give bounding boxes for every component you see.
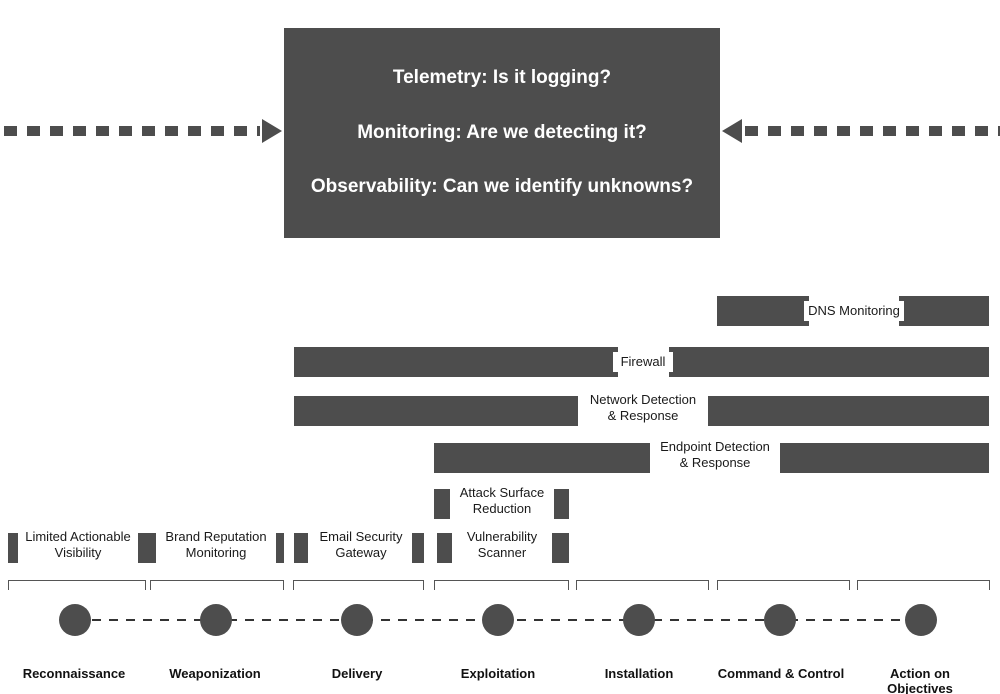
phase-bracket [8,580,146,590]
capability-bar-segment [294,396,580,426]
capability-bar-segment [410,533,424,563]
stage-label: Weaponization [169,666,261,681]
phase-bracket [717,580,850,590]
capability-bar-segment [549,533,569,563]
phase-bracket [293,580,424,590]
timeline-node[interactable] [341,604,373,636]
timeline-node[interactable] [764,604,796,636]
capability-bar-segment [703,396,989,426]
capability-label: Email Security Gateway [310,527,412,563]
capability-label: Vulnerability Scanner [452,527,552,563]
capability-bar-segment [146,533,158,563]
capability-row: Email Security Gateway [0,527,1000,563]
capability-row: Endpoint Detection & Response [0,437,1000,473]
timeline-node[interactable] [482,604,514,636]
capability-bar-segment [899,296,989,326]
capability-row: Vulnerability Scanner [0,527,1000,563]
capability-row: Brand Reputation Monitoring [0,527,1000,563]
phase-bracket [857,580,990,590]
phase-bracket [150,580,284,590]
capability-row: Network Detection & Response [0,390,1000,426]
stage-label: Action on Objectives [887,666,953,694]
capability-label: Firewall [613,352,673,372]
banner-line-monitoring: Monitoring: Are we detecting it? [357,121,647,143]
capability-label: Endpoint Detection & Response [650,437,780,473]
capability-bar-segment [717,296,809,326]
stage-label: Exploitation [460,666,536,681]
capability-label: Limited Actionable Visibility [18,527,138,563]
timeline-node[interactable] [59,604,91,636]
banner-line-observability: Observability: Can we identify unknowns? [310,176,694,198]
capability-bar-segment [669,347,989,377]
capability-label: DNS Monitoring [804,301,904,321]
timeline-node[interactable] [905,604,937,636]
capability-bar-segment [434,443,654,473]
capability-bar-segment [274,533,284,563]
capability-label: Brand Reputation Monitoring [156,527,276,563]
stage-label: Command & Control [717,666,845,681]
capability-bar-segment [8,533,20,563]
capability-bar-segment [776,443,989,473]
capability-bar-segment [434,489,454,519]
capability-row: Attack Surface Reduction [0,483,1000,519]
dotted-arrow-right [262,119,282,143]
capability-row: Limited Actionable Visibility [0,527,1000,563]
phase-bracket [434,580,569,590]
capability-label: Network Detection & Response [578,390,708,426]
capability-row: DNS Monitoring [0,296,1000,326]
capability-bar-segment [294,533,308,563]
stage-label: Reconnaissance [22,666,126,681]
dotted-line-left [4,126,260,136]
observability-banner: Telemetry: Is it logging? Monitoring: Ar… [284,28,720,238]
stage-label: Delivery [331,666,383,681]
capability-bar-segment [136,533,146,563]
timeline-node[interactable] [623,604,655,636]
dotted-arrow-left [722,119,742,143]
capability-bar-segment [294,347,618,377]
stage-label: Installation [604,666,674,681]
dotted-line-right [745,126,1000,136]
phase-bracket [576,580,709,590]
capability-label: Attack Surface Reduction [450,483,554,519]
capability-row: Firewall [0,347,1000,377]
banner-line-telemetry: Telemetry: Is it logging? [392,66,612,88]
capability-bar-segment [549,489,569,519]
timeline-node[interactable] [200,604,232,636]
